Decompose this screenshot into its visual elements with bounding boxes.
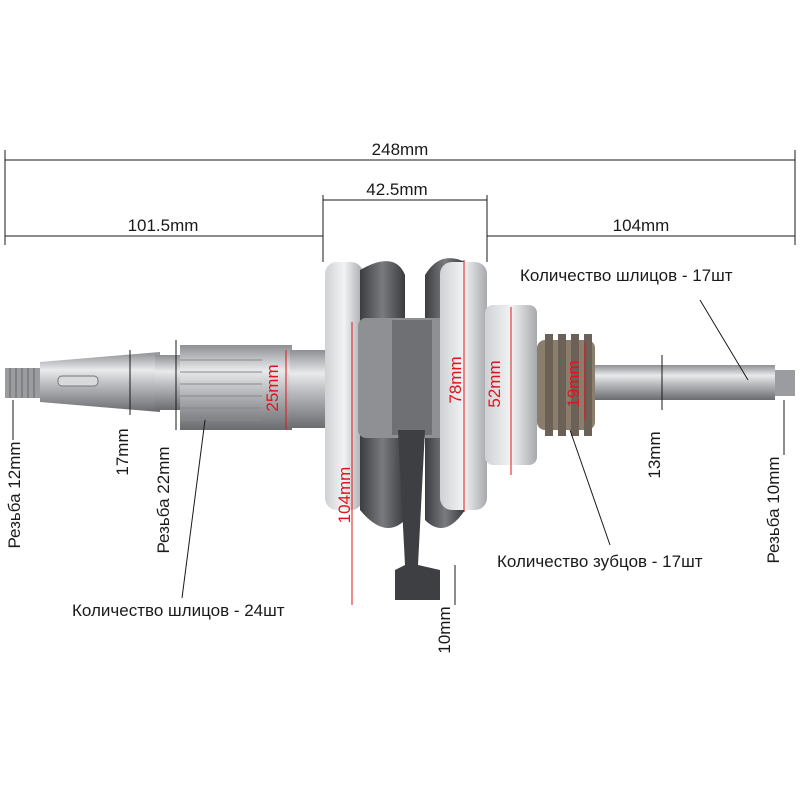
overall-length-label: 248mm xyxy=(372,140,429,159)
sprocket-teeth-note: Количество зубцов - 17шт xyxy=(497,552,703,571)
left-thread-label: Резьба 12mm xyxy=(5,441,24,548)
red-dimension-lines xyxy=(285,260,586,605)
crank-width-label: 42.5mm xyxy=(366,180,427,199)
right-thread xyxy=(775,370,795,396)
right-shaft-diameter-label: 13mm xyxy=(645,431,664,478)
right-thread-label: Резьба 10mm xyxy=(764,456,783,563)
dimension-lines xyxy=(4,150,796,605)
connecting-rod xyxy=(395,430,440,600)
right-shaft-length-label: 104mm xyxy=(613,216,670,235)
right-shaft xyxy=(595,365,775,400)
sprocket xyxy=(537,334,595,436)
left-thread xyxy=(5,368,43,398)
left-shaft-diameter-label: 17mm xyxy=(113,428,132,475)
left-splines-note: Количество шлицов - 24шт xyxy=(72,601,285,620)
left-shaft-length-label: 101.5mm xyxy=(128,216,199,235)
counterweight-height-label: 78mm xyxy=(446,356,465,403)
rod-end-width-label: 10mm xyxy=(435,606,454,653)
sprocket-diameter-label: 19mm xyxy=(564,360,583,407)
left-thread-22 xyxy=(155,355,183,410)
spline-diameter-label: 25mm xyxy=(263,364,282,411)
bearing-diameter-label: 52mm xyxy=(485,360,504,407)
crankshaft-illustration xyxy=(5,258,795,600)
left-flywheel xyxy=(325,262,363,510)
left-spline xyxy=(180,345,292,430)
left-spline-thread-label: Резьба 22mm xyxy=(154,446,173,553)
flywheel-diameter-label: 104mm xyxy=(335,467,354,524)
right-splines-note: Количество шлицов - 17шт xyxy=(520,266,733,285)
